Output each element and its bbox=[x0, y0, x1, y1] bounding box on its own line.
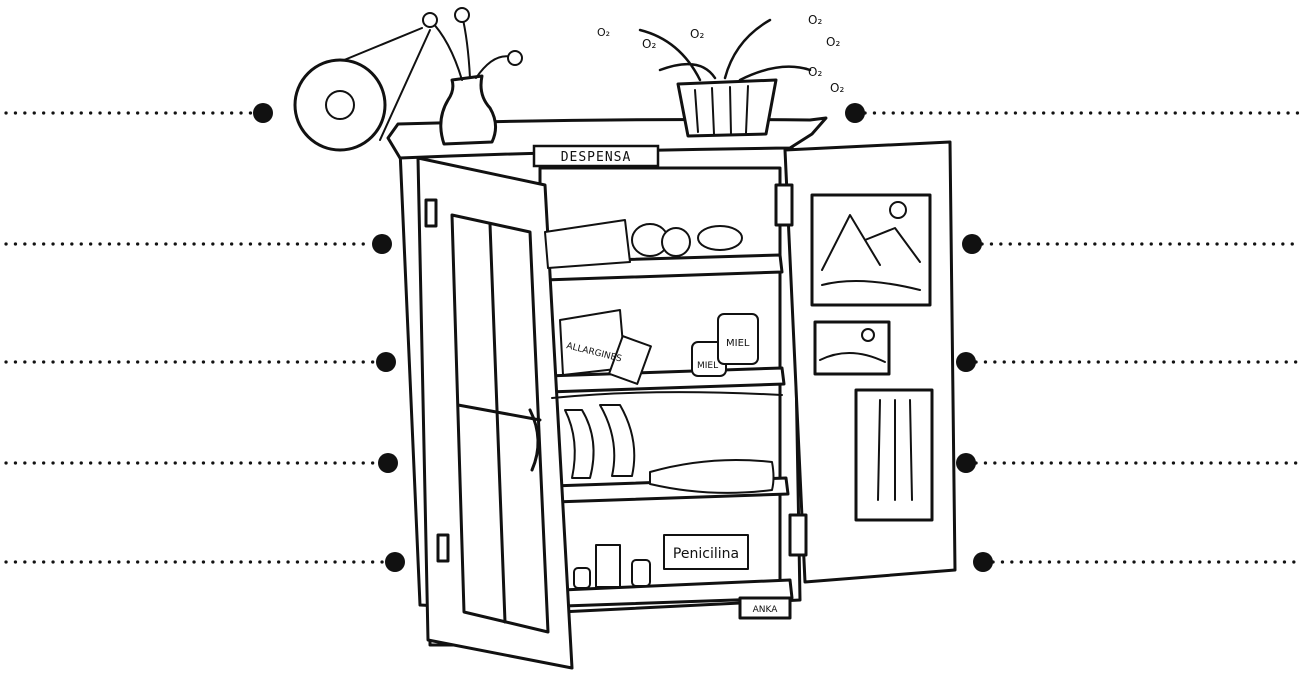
leader-line-left-3 bbox=[4, 352, 396, 372]
leader-endpoint-dot bbox=[845, 103, 865, 123]
leader-line-right-1 bbox=[845, 103, 1302, 123]
left-door-mullion-v bbox=[488, 222, 507, 624]
leader-line-right-2 bbox=[962, 234, 1302, 254]
artist-signature: ANKA bbox=[753, 605, 779, 615]
pantry-cabinet bbox=[293, 7, 957, 670]
leader-line-right-5 bbox=[973, 552, 1302, 572]
door-picture-sun bbox=[813, 320, 891, 376]
despensa-sign bbox=[532, 144, 660, 168]
oxygen-label-5: O₂ bbox=[826, 35, 840, 49]
shelf3-items bbox=[551, 391, 783, 494]
leader-endpoint-dot bbox=[385, 552, 405, 572]
leader-line-left-5 bbox=[4, 552, 405, 572]
penicillin-label: Penicilina bbox=[673, 546, 739, 562]
despensa-sign-text: DESPENSA bbox=[561, 150, 632, 165]
leader-endpoint-dot bbox=[973, 552, 993, 572]
leader-line-right-3 bbox=[956, 352, 1302, 372]
flower-vase bbox=[422, 7, 523, 146]
leader-lines bbox=[4, 103, 1302, 572]
left-hinge-top bbox=[424, 198, 438, 228]
leader-line-left-1 bbox=[4, 103, 273, 123]
shelf1-items bbox=[544, 219, 743, 269]
leader-endpoint-dot bbox=[376, 352, 396, 372]
oxygen-label-4: O₂ bbox=[808, 13, 822, 27]
cabinet-foot-right bbox=[738, 596, 792, 620]
left-door-mullion-h bbox=[456, 403, 542, 422]
oxygen-label-1: O₂ bbox=[597, 26, 610, 39]
right-hinge-bottom bbox=[788, 513, 808, 557]
magnified-flower bbox=[293, 27, 431, 152]
leader-endpoint-dot bbox=[253, 103, 273, 123]
leader-endpoint-dot bbox=[372, 234, 392, 254]
left-door-handle bbox=[528, 408, 540, 472]
shelf2-items bbox=[559, 309, 759, 385]
right-hinge-top bbox=[774, 183, 794, 227]
leader-endpoint-dot bbox=[956, 453, 976, 473]
leader-line-left-2 bbox=[4, 234, 392, 254]
oxygen-label-7: O₂ bbox=[830, 81, 844, 95]
left-hinge-bottom bbox=[436, 533, 450, 563]
leader-endpoint-dot bbox=[956, 352, 976, 372]
oxygen-labels: O₂ O₂ O₂ O₂ O₂ O₂ O₂ bbox=[597, 13, 844, 95]
shelf4-items bbox=[573, 534, 749, 589]
leader-line-right-4 bbox=[956, 453, 1302, 473]
leader-endpoint-dot bbox=[962, 234, 982, 254]
left-door-glass bbox=[450, 213, 550, 634]
oxygen-label-3: O₂ bbox=[690, 27, 704, 41]
honey-jar-label: MIEL bbox=[726, 338, 750, 349]
small-jar-label: MIEL bbox=[697, 361, 718, 371]
oxygen-label-6: O₂ bbox=[808, 65, 822, 79]
potted-plant bbox=[638, 18, 812, 138]
oxygen-label-2: O₂ bbox=[642, 37, 656, 51]
door-picture-waterfall bbox=[854, 388, 934, 522]
leader-line-left-4 bbox=[4, 453, 398, 473]
leader-endpoint-dot bbox=[378, 453, 398, 473]
door-picture-landscape bbox=[810, 193, 932, 307]
